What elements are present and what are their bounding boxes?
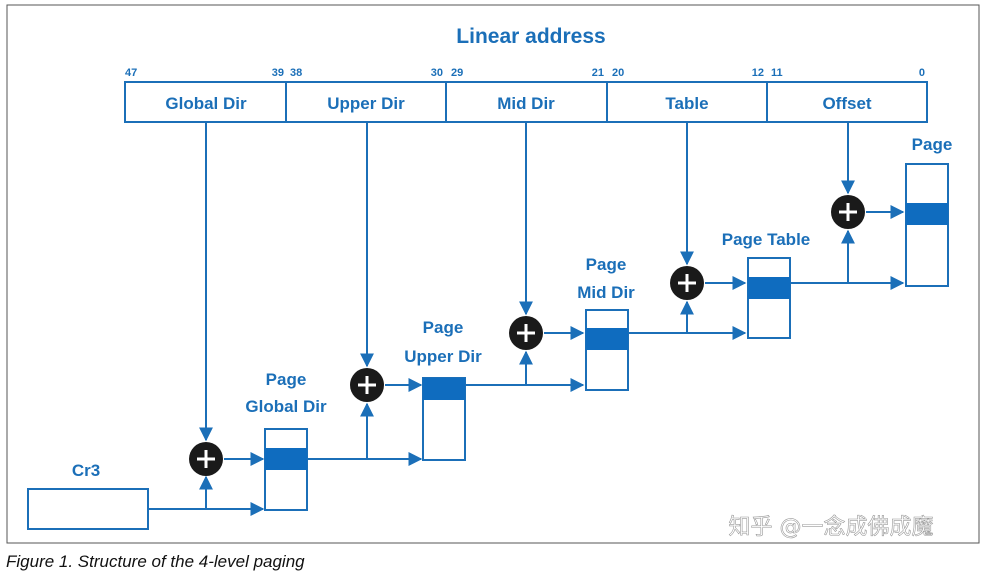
page-mid-dir-entry xyxy=(586,328,628,350)
page-upper-dir-entry xyxy=(423,378,465,400)
page-mid-dir-table xyxy=(585,309,629,391)
page-global-dir-entry xyxy=(265,448,307,470)
bit-label: 30 xyxy=(431,67,443,79)
bit-label: 38 xyxy=(290,67,302,79)
page-global-dir-table xyxy=(264,428,308,511)
bit-label: 29 xyxy=(451,67,463,79)
page-table-label: Page Table xyxy=(722,230,811,249)
page-label: Page xyxy=(912,135,953,154)
cr3-register xyxy=(27,488,149,530)
page-entry xyxy=(906,203,948,225)
bit-label: 11 xyxy=(771,67,783,79)
bit-label: 20 xyxy=(612,67,624,79)
page-frame xyxy=(905,163,949,287)
page-table-entry xyxy=(748,277,790,299)
field-mid-dir: Mid Dir xyxy=(497,94,555,113)
connectors xyxy=(148,122,905,516)
bit-labels: 47 39 38 30 29 21 20 12 11 0 xyxy=(125,67,925,79)
bit-label: 21 xyxy=(592,67,604,79)
linear-address-bar: Global Dir Upper Dir Mid Dir Table Offse… xyxy=(124,81,928,123)
page-mid-dir-label-line1: Page xyxy=(586,255,627,274)
field-upper-dir: Upper Dir xyxy=(327,94,405,113)
page-upper-dir-label-line1: Page xyxy=(423,318,464,337)
diagram-title: Linear address xyxy=(456,25,605,48)
adder-offset xyxy=(831,195,865,229)
page-upper-dir-table xyxy=(422,377,466,461)
watermark: 知乎 @一念成佛成魔 xyxy=(729,515,934,540)
bit-label: 47 xyxy=(125,67,137,79)
adder-table xyxy=(670,266,704,300)
page-global-dir-label-line2: Global Dir xyxy=(245,397,327,416)
adder-mid xyxy=(509,316,543,350)
page-table xyxy=(747,257,791,339)
page-mid-dir-label-line2: Mid Dir xyxy=(577,283,635,302)
field-table: Table xyxy=(665,94,708,113)
page-global-dir-label-line1: Page xyxy=(266,370,307,389)
bit-label: 12 xyxy=(752,67,764,79)
page-upper-dir-label-line2: Upper Dir xyxy=(404,347,482,366)
adder-global xyxy=(189,442,223,476)
field-offset: Offset xyxy=(822,94,871,113)
field-global-dir: Global Dir xyxy=(165,94,247,113)
bit-label: 39 xyxy=(272,67,284,79)
figure-caption: Figure 1. Structure of the 4-level pagin… xyxy=(6,552,305,571)
adder-upper xyxy=(350,368,384,402)
cr3-label: Cr3 xyxy=(72,461,100,480)
bit-label: 0 xyxy=(919,67,925,79)
